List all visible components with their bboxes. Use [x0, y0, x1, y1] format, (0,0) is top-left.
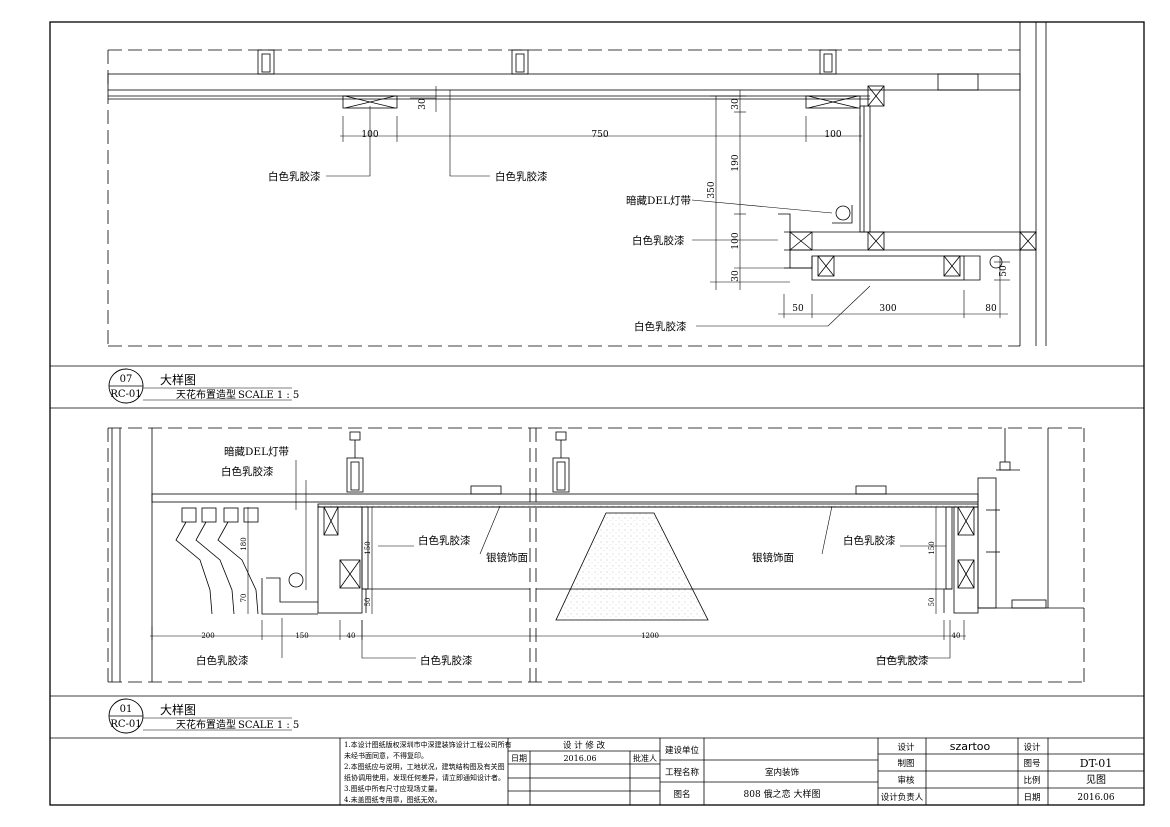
label-07-paint-d: 白色乳胶漆	[634, 320, 687, 333]
detail-01	[107, 427, 1085, 683]
led-fixture-07	[835, 205, 851, 221]
dimensions-01	[150, 507, 966, 640]
title-01-sub: 天花布置造型	[176, 718, 236, 731]
dim-07-750: 750	[591, 130, 608, 140]
drawing-label: 图名	[673, 789, 690, 800]
dim-07-300: 300	[879, 304, 896, 314]
date2-label: 日期	[1023, 793, 1040, 803]
dim-01-70: 70	[240, 594, 248, 603]
dim-07-30c: 30	[731, 270, 741, 282]
wood-battens-07	[342, 85, 1037, 277]
dim-07-50b: 50	[999, 265, 1009, 277]
note-line-1: 1.本设计图纸版权深圳市中深建装饰设计工程公司所有	[344, 740, 512, 749]
ratio-label: 比例	[1023, 775, 1040, 786]
label-01-paint-e: 白色乳胶漆	[420, 654, 473, 667]
draw-label: 制图	[897, 758, 914, 769]
title-01-name: 大样图	[160, 702, 196, 717]
leaders-07	[326, 90, 871, 327]
dim-07-100a: 100	[361, 130, 378, 140]
led-fixture-01	[288, 572, 304, 588]
label-01-paint-d: 白色乳胶漆	[196, 654, 249, 667]
revision-date-value: 2016.06	[563, 754, 596, 763]
note-line-3: 2.本图纸应与说明，工地状况，建筑结构图及有关图	[344, 762, 505, 771]
dim-07-80: 80	[985, 304, 997, 314]
dimensions-07	[340, 86, 1010, 318]
label-07-paint-b: 白色乳胶漆	[495, 170, 548, 183]
label-01-paint-b: 白色乳胶漆	[418, 534, 471, 547]
detail-07	[107, 22, 1047, 347]
revision-date-label: 日期	[511, 754, 527, 763]
date2-value: 2016.06	[1077, 793, 1114, 803]
detail-01-frame	[107, 427, 1085, 683]
ceiling-board-01	[151, 493, 979, 503]
approver-label: 批准人	[633, 753, 657, 763]
design-label-2: 设计	[1023, 742, 1041, 753]
lead-label: 设计负责人	[881, 792, 924, 803]
hangers-01	[346, 428, 1011, 495]
label-01-mirror-a: 银镜饰面	[486, 551, 528, 564]
dim-07-30b: 30	[731, 98, 741, 110]
curtain-tracks-01	[175, 507, 259, 615]
dim-07-50a: 50	[792, 304, 804, 314]
dim-01-50b: 50	[928, 598, 936, 607]
title-01	[108, 698, 292, 734]
label-07-paint-c: 白色乳胶漆	[632, 234, 685, 247]
dim-07-350: 350	[707, 181, 717, 198]
note-line-6: 4.未盖图纸专用章，图纸无效。	[344, 795, 442, 804]
label-01-paint-c: 白色乳胶漆	[843, 534, 896, 547]
title-07	[108, 368, 292, 404]
label-07-paint-a: 白色乳胶漆	[268, 170, 321, 183]
label-01-paint-f: 白色乳胶漆	[876, 654, 929, 667]
title-01-num: 01	[120, 704, 133, 715]
dim-01-150c: 150	[928, 541, 936, 554]
dim-01-150a: 150	[295, 632, 308, 640]
title-07-name: 大样图	[160, 372, 196, 387]
detail-07-frame	[107, 49, 1020, 347]
title-07-ref: RC-01	[110, 389, 141, 400]
dim-01-50a: 50	[364, 598, 372, 607]
title-07-sub: 天花布置造型	[176, 388, 236, 401]
project-value: 室内装饰	[765, 767, 800, 778]
review-label: 审核	[897, 775, 915, 786]
dim-01-150b: 150	[364, 541, 372, 554]
project-label: 工程名称	[665, 767, 700, 778]
title-01-ref: RC-01	[110, 719, 141, 730]
dim-01-180: 180	[240, 537, 248, 550]
sheet-value: DT-01	[1080, 757, 1112, 770]
title-block	[50, 737, 1144, 805]
note-line-2: 未经书面同意，不得复印。	[344, 751, 428, 760]
label-07-led: 暗藏DEL灯带	[626, 194, 691, 207]
label-01-paint-a: 白色乳胶漆	[221, 465, 274, 478]
label-01-led: 暗藏DEL灯带	[224, 445, 289, 458]
channel-hangers-07	[257, 49, 979, 91]
dim-07-190: 190	[731, 154, 741, 171]
dim-01-200: 200	[201, 632, 214, 640]
note-line-5: 3.图纸中所有尺寸应现场丈量。	[344, 784, 442, 793]
design-label: 设计	[897, 742, 915, 753]
drawing-value: 808 俄之恋 大样图	[744, 788, 821, 800]
client-label: 建设单位	[665, 745, 700, 756]
title-07-num: 07	[120, 374, 133, 385]
sheet-label: 图号	[1023, 759, 1040, 769]
dim-07-30a: 30	[418, 98, 428, 110]
dim-07-100c: 100	[731, 232, 741, 249]
title-01-scale: SCALE 1 : 5	[238, 720, 299, 731]
ratio-value: 见图	[1086, 774, 1106, 786]
dim-01-1200: 1200	[641, 632, 659, 640]
note-line-4: 纸协调用使用，发现任何差异，请立即通知设计者。	[344, 773, 505, 782]
dim-07-100b: 100	[824, 130, 841, 140]
design-value: szartoo	[950, 740, 991, 753]
title-07-scale: SCALE 1 : 5	[238, 390, 299, 401]
leaders-01	[281, 460, 951, 659]
sheet-border	[49, 21, 1145, 806]
mirror-cone	[555, 512, 709, 621]
label-01-mirror-b: 银镜饰面	[752, 551, 794, 564]
dim-01-40a: 40	[347, 632, 356, 640]
revision-title: 设 计 修 改	[563, 740, 606, 751]
dim-01-40b: 40	[952, 632, 961, 640]
